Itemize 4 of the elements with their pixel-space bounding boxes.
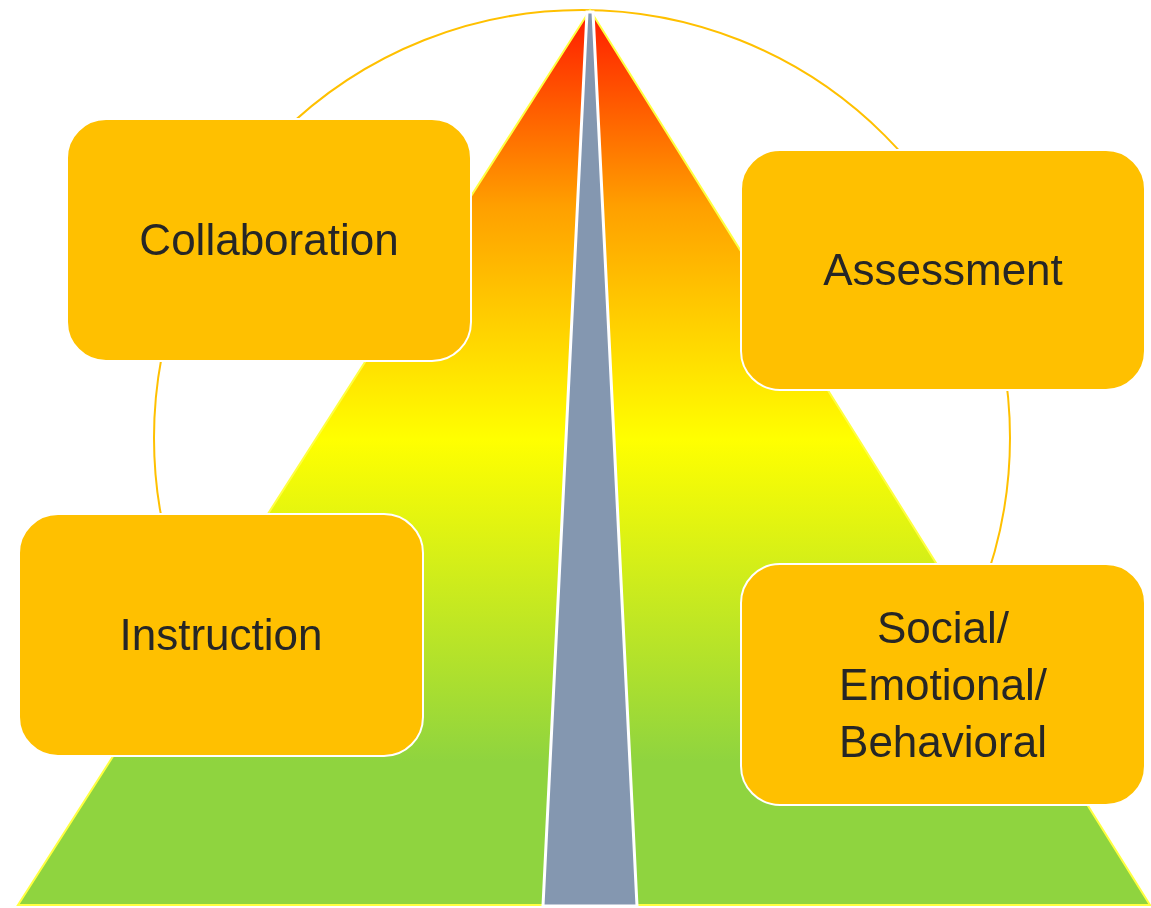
category-box: Assessment: [740, 149, 1146, 391]
category-box: Social/ Emotional/ Behavioral: [740, 563, 1146, 806]
category-box: Collaboration: [66, 118, 472, 362]
category-box: Instruction: [18, 513, 424, 757]
